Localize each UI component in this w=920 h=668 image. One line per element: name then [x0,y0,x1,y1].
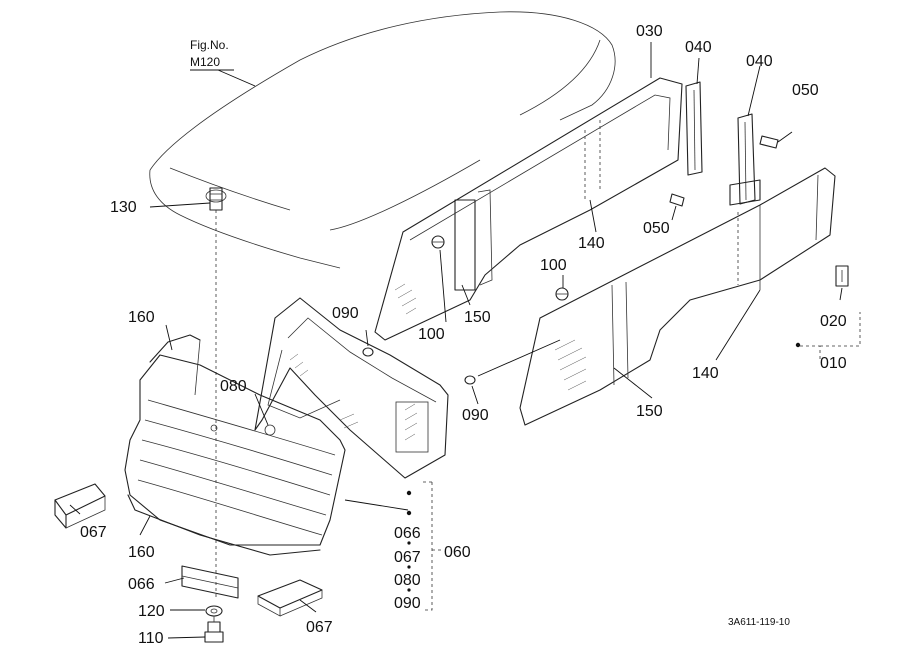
pad-066 [181,565,239,599]
reference-dots [406,342,801,592]
front-grille-160 [124,334,346,556]
callout-066: 066 [128,576,155,593]
bolt-050-lower [669,193,685,207]
washer-120 [205,605,223,617]
bracket-040-left [685,81,703,176]
callout-050-upper: 050 [792,82,819,99]
callout-140-lower: 140 [692,365,719,382]
callout-160-upper: 160 [128,309,155,326]
bolt-130 [209,187,223,600]
callout-080: 080 [220,378,247,395]
callout-140-upper: 140 [578,235,605,252]
hood [149,11,616,269]
callout-090-right: 090 [462,407,489,424]
callout-150-upper: 150 [464,309,491,326]
bracket-040-right [729,113,761,206]
callout-120: 120 [138,603,165,620]
callout-100-lower: 100 [540,257,567,274]
side-panel-upper-030 [374,77,683,341]
callout-090-left: 090 [332,305,359,322]
bolt-110 [204,616,224,643]
figure-reference: Fig.No. M120 [190,38,229,69]
callout-020: 020 [820,313,847,330]
callout-110: 110 [138,630,164,647]
callout-030: 030 [636,23,663,40]
bolt-100-lower [555,287,569,301]
drawing-code: 3A611-119-10 [728,617,790,628]
group-item: 080 [394,572,421,589]
pad-067-left [54,483,106,529]
callout-067-left: 067 [80,524,107,541]
callout-040-left: 040 [685,39,712,56]
bolt-100-upper [431,235,445,249]
nut-090-left [362,347,374,357]
callout-160-lower: 160 [128,544,155,561]
callout-010: 010 [820,355,847,372]
callout-100-upper: 100 [418,326,445,343]
callout-150-lower: 150 [636,403,663,420]
callout-labels: 030 040 040 050 130 140 050 100 150 090 … [80,23,847,647]
callout-050-lower: 050 [643,220,670,237]
fig-ref-title: Fig.No. [190,38,229,52]
group-060-list: 066 067 080 090 [394,525,421,612]
group-item: 067 [394,549,421,566]
grille-frame-060 [254,297,449,479]
group-item: 090 [394,595,421,612]
callout-040-right: 040 [746,53,773,70]
group-item: 066 [394,525,421,542]
side-panel-lower-010 [519,167,849,426]
leader-lines [69,42,861,639]
nut-090-right [464,375,476,385]
fig-ref-number: M120 [190,55,220,69]
pad-067-right [257,579,323,617]
callout-130: 130 [110,199,137,216]
callout-067-right: 067 [306,619,333,636]
callout-060: 060 [444,544,471,561]
bolt-050-upper [759,131,793,149]
